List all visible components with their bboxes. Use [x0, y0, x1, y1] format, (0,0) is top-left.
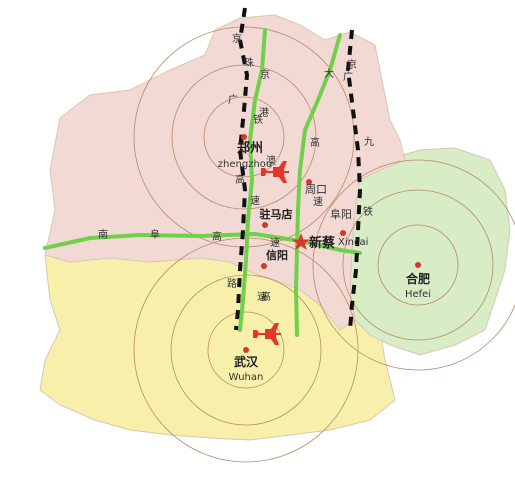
- road-char: 港: [259, 107, 269, 119]
- road-char: 南: [98, 228, 108, 241]
- star-icon: [292, 233, 310, 250]
- hefei-label-cn: 合肥: [406, 271, 430, 286]
- xinyang-dot: [261, 263, 267, 269]
- road-char: 高: [212, 230, 222, 243]
- zhoukou-dot: [306, 179, 312, 185]
- jingguang-expressway: [238, 28, 267, 332]
- hefei-label-en: Hefei: [405, 289, 431, 300]
- daguang-expressway: [294, 33, 342, 337]
- road-char: 阜: [150, 228, 160, 241]
- road-char: 铁: [253, 113, 263, 126]
- zhumadian-label: 驻马店: [260, 207, 293, 221]
- road-char: 路: [227, 277, 237, 290]
- xincai-label-cn: 新蔡: [309, 235, 335, 251]
- fuyang-dot: [340, 230, 346, 236]
- jingguang-railway: [234, 7, 250, 331]
- road-char: 九: [364, 136, 374, 148]
- wuhan-label-cn: 武汉: [234, 354, 259, 369]
- zhengzhou-ring-2: [171, 64, 317, 210]
- hefei-dot: [415, 262, 421, 268]
- road-char: 铁: [363, 205, 373, 218]
- road-char: 珠: [244, 56, 254, 69]
- xinyang-label: 信阳: [266, 248, 288, 262]
- zhengzhou-label-en: zhengzhou: [218, 159, 272, 170]
- nanfu-expressway: [43, 232, 362, 255]
- road-char: 高: [235, 173, 245, 186]
- road-char: 速: [250, 195, 260, 207]
- road-network: [43, 7, 363, 337]
- road-char: 京: [347, 58, 357, 71]
- hefei-ring-2: [342, 189, 494, 341]
- zhumadian-dot: [262, 222, 268, 228]
- wuhan-ring-1: [207, 311, 285, 389]
- hefei-ring-3: [312, 159, 515, 371]
- xincai-label-en: Xincai: [338, 237, 368, 248]
- road-char: 大: [324, 67, 334, 80]
- anhui-region: [349, 147, 511, 356]
- road-char: 广: [343, 71, 353, 83]
- road-char: 澳: [266, 154, 276, 167]
- zhengzhou-label-cn: 郑州: [237, 140, 263, 156]
- hefei-ring-1: [377, 224, 459, 306]
- wuhan-dot: [243, 347, 249, 353]
- jingjiu-railway: [345, 29, 363, 331]
- road-char: 速: [257, 291, 267, 303]
- road-char: 京: [232, 32, 242, 45]
- zhengzhou-dot: [241, 134, 247, 140]
- fuyang-label: 阜阳: [330, 208, 352, 221]
- road-char: 速: [270, 237, 280, 249]
- road-char: 高: [310, 136, 320, 149]
- airport-icon: [253, 323, 281, 345]
- wuhan-label-en: Wuhan: [229, 372, 264, 383]
- road-char: 京: [260, 68, 270, 81]
- road-char: 速: [313, 196, 323, 208]
- road-char: 高: [261, 290, 271, 303]
- airport-icon: [261, 161, 289, 183]
- road-char: 广: [228, 94, 238, 106]
- zhoukou-label: 周口: [305, 183, 327, 196]
- zhengzhou-ring-1: [203, 96, 285, 178]
